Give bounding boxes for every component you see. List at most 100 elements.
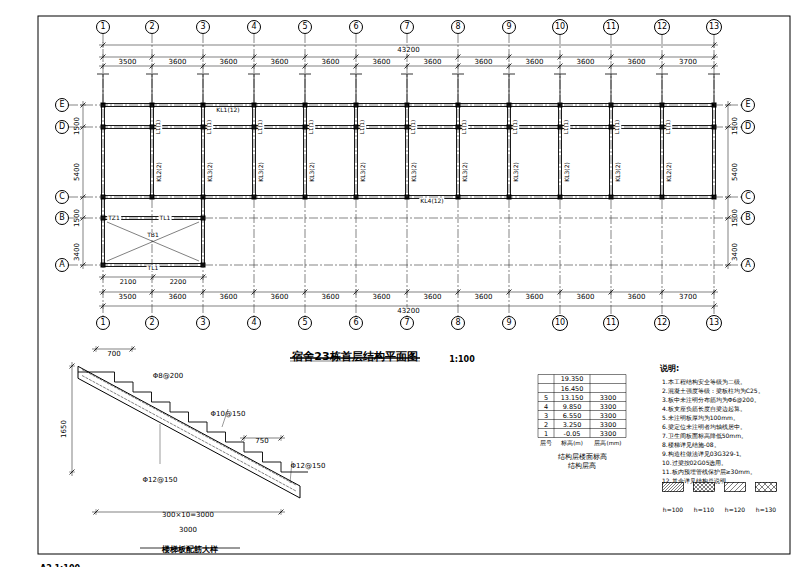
- axis-bubble: 12: [654, 19, 670, 35]
- drawing-label: 6.550: [563, 413, 582, 420]
- drawing-title: 宿舍23栋首层结构平面图: [292, 351, 417, 362]
- swatch-hatch: [757, 482, 767, 492]
- drawing-label: 层号: [540, 441, 552, 447]
- axis-bubble: 11: [603, 315, 619, 331]
- drawing-label: 3500: [119, 294, 137, 301]
- drawing-label: 3600: [373, 294, 391, 301]
- dimension-tick: [70, 470, 75, 475]
- cantilever-end: [503, 74, 515, 75]
- drawing-label: 19.350: [561, 376, 584, 383]
- axis-number: B: [59, 214, 65, 222]
- drawing-label: 3600: [424, 59, 442, 66]
- legend-swatch: [755, 482, 777, 492]
- stair-slab-end: [300, 486, 301, 498]
- beam-edge: [408, 105, 409, 197]
- drawing-label: 3600: [526, 294, 544, 301]
- axis-number: 12: [657, 319, 667, 327]
- axis-number: D: [59, 123, 65, 131]
- swatch-hatch: [707, 482, 715, 492]
- drawing-label: 4.板支座负筋长度自梁边起算。: [662, 406, 746, 412]
- rebar-top: [82, 370, 296, 486]
- sheet-border: [38, 16, 790, 554]
- axis-number: 1: [100, 23, 105, 31]
- drawing-label: 1500: [74, 117, 81, 135]
- axis-bubble: 7: [400, 316, 414, 330]
- grid-axis-line: [560, 35, 561, 315]
- drawing-label: 3600: [475, 294, 493, 301]
- cantilever-end: [350, 74, 362, 75]
- legend-swatch: [693, 482, 715, 492]
- beam-edge: [354, 105, 355, 197]
- legend-text: h=110: [694, 507, 714, 513]
- swatch-hatch: [755, 482, 761, 492]
- axis-bubble: 7: [400, 20, 414, 34]
- axis-number: 11: [606, 319, 616, 327]
- beam-edge: [204, 105, 205, 197]
- drawing-label: 8.楼梯详见结施-08。: [662, 442, 720, 448]
- axis-number: 5: [302, 319, 307, 327]
- drawing-label: 7.卫生间板面标高降低50mm。: [662, 433, 747, 439]
- drawing-label: 1500: [732, 117, 739, 135]
- swatch-hatch: [729, 482, 739, 492]
- beam-edge: [561, 105, 562, 197]
- axis-number: 2: [149, 23, 154, 31]
- grid-axis-line: [458, 34, 459, 316]
- axis-bubble: 5: [298, 20, 312, 34]
- grid-axis-line: [509, 34, 510, 316]
- table-rule: [626, 375, 627, 438]
- beam-edge: [306, 105, 307, 197]
- drawing-label: 3300: [600, 422, 617, 429]
- beam-edge: [612, 105, 613, 197]
- swatch-hatch: [695, 482, 705, 492]
- drawing-label: 层高(mm): [594, 441, 621, 447]
- beam-edge: [558, 105, 559, 197]
- swatch-hatch: [664, 482, 674, 492]
- axis-bubble: 3: [196, 316, 210, 330]
- axis-bubble: 1: [96, 316, 110, 330]
- drawing-label: L1(1): [615, 119, 621, 135]
- dimension-tick: [279, 510, 284, 515]
- drawing-label: 说明:: [660, 365, 679, 373]
- dimension-tick: [130, 347, 135, 352]
- axis-bubble: A: [55, 258, 69, 272]
- axis-number: 7: [404, 23, 409, 31]
- drawing-label: 结构层高: [568, 463, 596, 470]
- axis-number: 3: [200, 319, 205, 327]
- swatch-hatch: [699, 482, 709, 492]
- drawing-label: KL3(2): [207, 161, 213, 183]
- dimension-tick: [151, 275, 156, 280]
- drawing-label: KL4(12): [419, 198, 444, 204]
- grid-axis-line: [305, 34, 306, 316]
- drawing-label: 3400: [732, 243, 739, 261]
- swatch-hatch: [739, 482, 746, 492]
- swatch-hatch: [707, 482, 715, 492]
- drawing-label: TL1: [147, 265, 160, 271]
- drawing-label: KL1(12): [215, 107, 240, 113]
- rebar-bottom: [82, 376, 296, 492]
- drawing-label: L1(1): [258, 119, 264, 135]
- dimension-line: [99, 57, 718, 58]
- axis-bubble: B: [55, 211, 69, 225]
- axis-bubble: 12: [654, 315, 670, 331]
- legend-swatch: [662, 482, 684, 492]
- extension-line: [69, 366, 75, 367]
- axis-bubble: 4: [247, 316, 261, 330]
- extension-line: [96, 509, 97, 515]
- axis-number: B: [745, 214, 751, 222]
- drawing-label: 3300: [600, 404, 617, 411]
- beam-edge: [303, 105, 304, 197]
- swatch-hatch: [755, 482, 761, 492]
- swatch-hatch: [673, 482, 683, 492]
- beam-edge: [104, 197, 105, 265]
- axis-bubble: 8: [451, 20, 465, 34]
- drawing-label: L1(1): [309, 119, 315, 135]
- cantilever-end: [248, 74, 260, 75]
- beam-edge: [405, 105, 406, 197]
- axis-bubble: 10: [552, 19, 568, 35]
- axis-number: 13: [709, 319, 719, 327]
- axis-number: E: [745, 101, 750, 109]
- axis-bubble: 6: [349, 316, 363, 330]
- beam-edge: [101, 197, 102, 265]
- swatch-hatch: [775, 482, 777, 492]
